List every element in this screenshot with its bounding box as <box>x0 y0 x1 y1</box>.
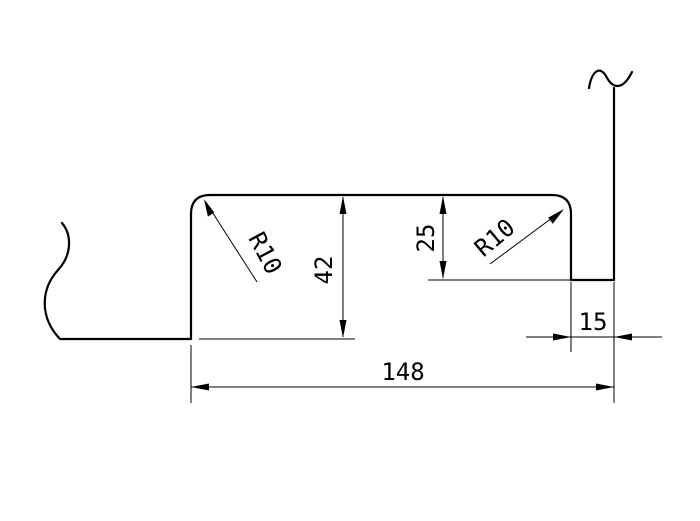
top-break-line <box>587 69 634 90</box>
profile-outline <box>58 86 616 341</box>
dimension-25-label: 25 <box>412 224 440 253</box>
dimension-15-label: 15 <box>579 308 608 336</box>
dimension-15: 15 <box>526 308 662 341</box>
radius-left-label: R10 <box>243 228 288 279</box>
dimension-42: 42 <box>310 196 347 338</box>
left-break-line <box>43 221 71 341</box>
radius-right: R10 <box>469 209 564 265</box>
dimension-148: 148 <box>191 358 614 391</box>
radius-left: R10 <box>204 199 288 283</box>
dimension-42-label: 42 <box>310 256 338 285</box>
dimension-148-label: 148 <box>381 358 424 386</box>
radius-right-label: R10 <box>469 213 520 262</box>
dimension-25: 25 <box>412 196 447 279</box>
